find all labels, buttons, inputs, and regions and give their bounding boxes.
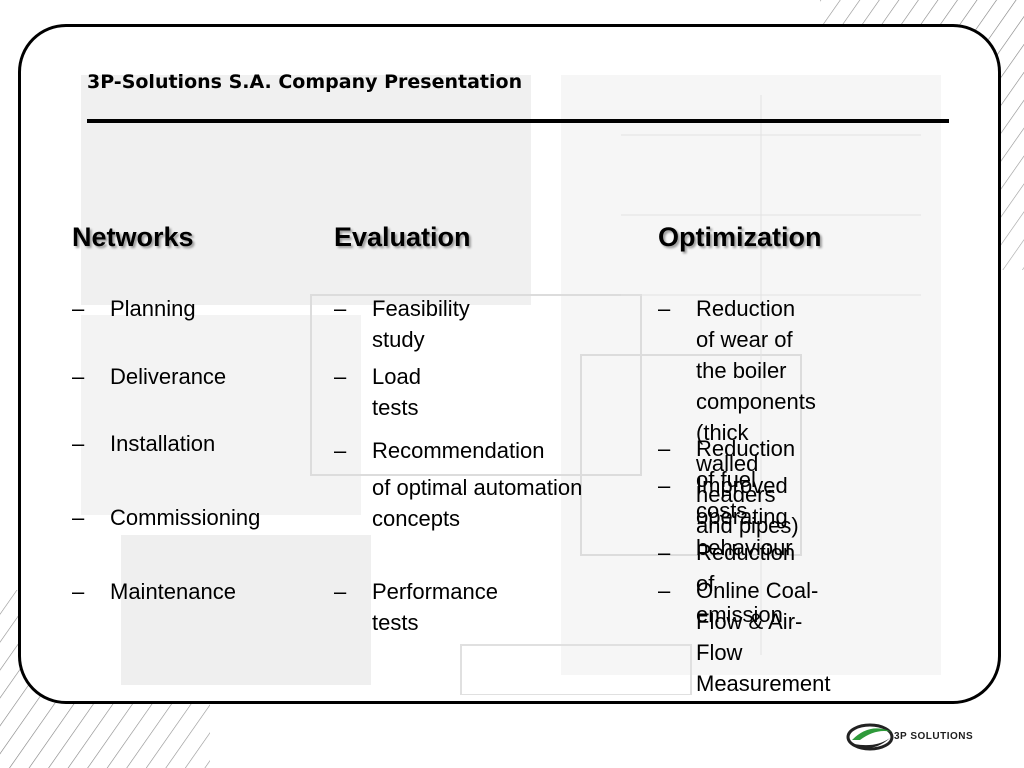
logo-text: 3P SOLUTIONS — [894, 731, 974, 742]
bullet-dash: – — [658, 578, 671, 603]
slide-title: 3P-Solutions S.A. Company Presentation — [87, 71, 523, 93]
bullet-dash: – — [334, 579, 347, 604]
company-logo-icon — [846, 723, 894, 751]
column-evaluation: Evaluation — [334, 222, 634, 293]
bullet-dash: – — [334, 364, 347, 389]
background-diagram-image — [81, 75, 941, 695]
bullet-dash: – — [658, 473, 671, 498]
bullet-dash: – — [658, 540, 671, 565]
bullet-dash: – — [72, 505, 85, 530]
heading-evaluation: Evaluation — [334, 222, 471, 252]
bullet-dash: – — [334, 296, 347, 321]
list-item-continuation: of optimal automation concepts — [372, 475, 583, 531]
bullet-dash: – — [72, 579, 85, 604]
slide-frame: 3P-Solutions S.A. Company Presentation — [18, 24, 1001, 704]
bullet-dash: – — [658, 436, 671, 461]
title-divider — [87, 119, 949, 123]
heading-networks: Networks — [72, 222, 194, 252]
bullet-dash: – — [72, 296, 85, 321]
heading-optimization: Optimization — [658, 222, 822, 252]
bullet-dash: – — [72, 431, 85, 456]
column-optimization: Optimization — [658, 222, 978, 293]
column-networks: Networks — [72, 222, 312, 293]
bullet-dash: – — [72, 364, 85, 389]
bullet-dash: – — [334, 438, 347, 463]
bullet-dash: – — [658, 296, 671, 321]
